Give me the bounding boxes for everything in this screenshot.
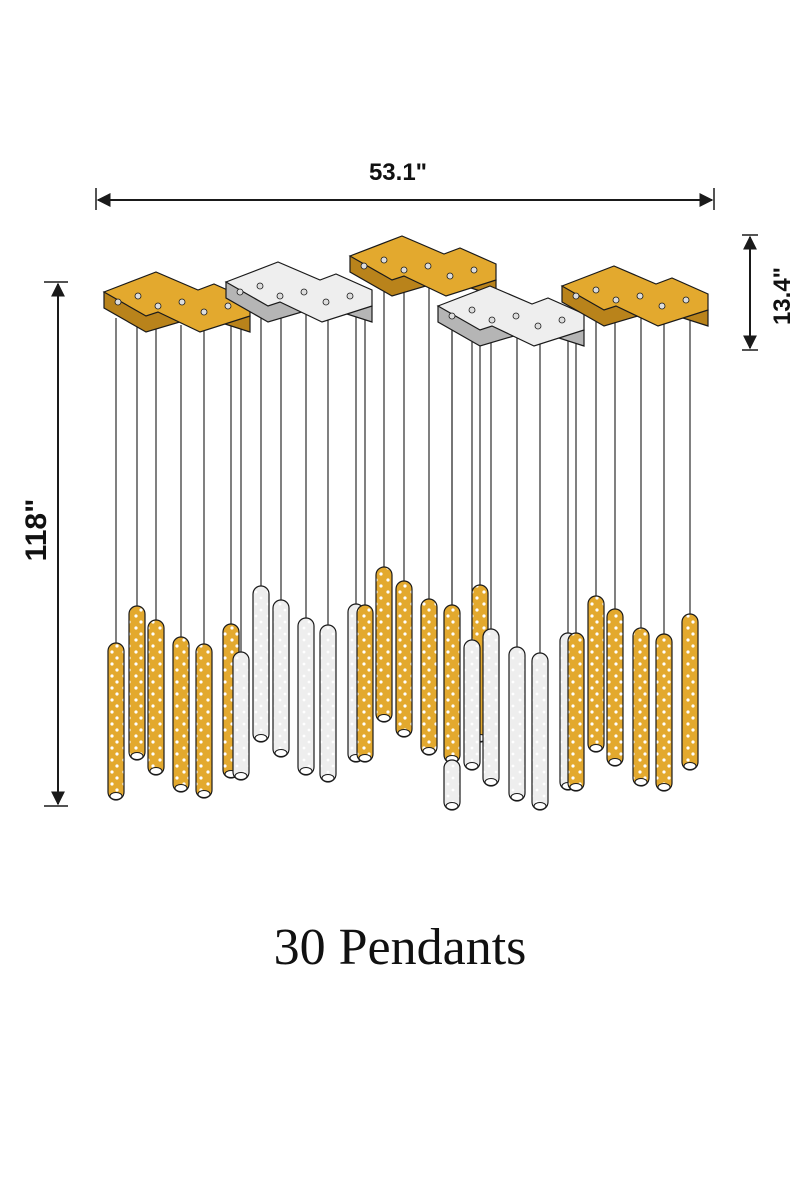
pendant-tube-17	[443, 604, 461, 764]
pendant-tube-9	[272, 599, 290, 758]
canopy-mount-point	[468, 306, 476, 314]
pendant-tube-30	[681, 613, 699, 771]
pendant-tube-2	[128, 605, 146, 761]
pendant-tube-13	[356, 604, 374, 763]
canopy-mount-point	[636, 292, 644, 300]
pendant-tube-3	[147, 619, 165, 776]
pendant-tube-10	[297, 617, 315, 776]
pendant-tube-1	[107, 642, 125, 801]
pendant-tube-26	[587, 595, 605, 753]
canopy-mount-point	[470, 266, 478, 274]
canopy-height-dimension: 13.4"	[742, 234, 796, 351]
canopy-mount-point	[446, 272, 454, 280]
pendant-tube-20	[463, 639, 481, 771]
canopy-mount-point	[300, 288, 308, 296]
canopy-mount-point	[682, 296, 690, 304]
pendant-tube-16	[420, 598, 438, 756]
canopy-plate-2	[224, 261, 373, 323]
canopy-plate-3	[348, 235, 497, 297]
canopy-mount-point	[380, 256, 388, 264]
canopy-mount-point	[534, 322, 542, 330]
canopy-mount-point	[322, 298, 330, 306]
canopy-plate-4	[436, 285, 585, 347]
canopy-mount-point	[448, 312, 456, 320]
pendant-tube-23	[531, 652, 549, 811]
width-label: 53.1"	[369, 159, 427, 186]
pendant-tube-5	[195, 643, 213, 799]
suspension-wires	[115, 270, 691, 760]
canopy-mount-point	[134, 292, 142, 300]
canopy-mount-point	[424, 262, 432, 270]
canopy-height-label: 13.4"	[769, 267, 796, 325]
canopy-group	[102, 235, 709, 347]
canopy-mount-point	[360, 262, 368, 270]
width-dimension: 53.1"	[95, 159, 715, 210]
canopy-mount-point	[558, 316, 566, 324]
pendant-tube-8	[252, 585, 270, 743]
pendant-tube-4	[172, 636, 190, 793]
canopy-mount-point	[178, 298, 186, 306]
canopy-mount-point	[256, 282, 264, 290]
pendant-tube-29	[655, 633, 673, 792]
canopy-plate-1	[102, 271, 251, 333]
pendant-tube-11	[319, 624, 337, 783]
pendant-tube-19	[443, 759, 461, 811]
canopy-mount-point	[592, 286, 600, 294]
pendant-tube-25	[567, 632, 585, 792]
canopy-mount-point	[488, 316, 496, 324]
canopy-mount-point	[154, 302, 162, 310]
canopy-mount-point	[224, 302, 232, 310]
canopy-plate-5	[560, 265, 709, 327]
canopy-mount-point	[572, 292, 580, 300]
canopy-mount-point	[658, 302, 666, 310]
pendant-tube-15	[395, 580, 413, 738]
total-height-label: 118"	[20, 499, 53, 562]
canopy-mount-point	[400, 266, 408, 274]
pendant-tube-27	[606, 608, 624, 767]
total-height-dimension: 118"	[20, 281, 68, 807]
canopy-mount-point	[276, 292, 284, 300]
pendant-group	[107, 566, 699, 811]
pendant-tube-28	[632, 627, 650, 787]
canopy-mount-point	[200, 308, 208, 316]
pendant-tube-14	[375, 566, 393, 723]
canopy-mount-point	[612, 296, 620, 304]
canopy-mount-point	[346, 292, 354, 300]
pendant-tube-22	[508, 646, 526, 802]
pendant-tube-21	[482, 628, 500, 787]
canopy-mount-point	[512, 312, 520, 320]
pendant-tube-7	[232, 651, 250, 781]
canopy-mount-point	[236, 288, 244, 296]
pendant-count-caption: 30 Pendants	[273, 919, 527, 976]
canopy-mount-point	[114, 298, 122, 306]
